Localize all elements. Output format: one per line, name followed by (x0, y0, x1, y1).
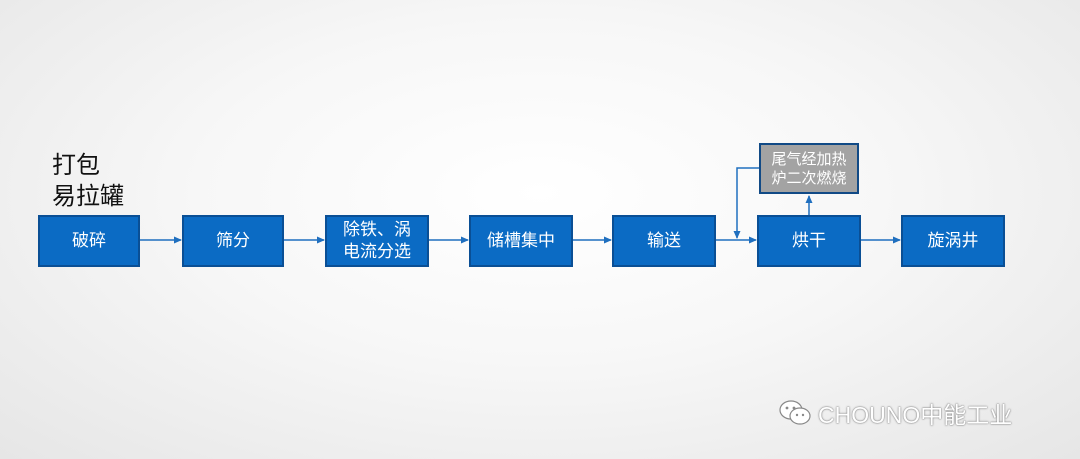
step-convey-label: 输送 (647, 231, 681, 251)
step-iron-eddy-label-2: 电流分选 (343, 242, 411, 262)
input-label-line2: 易拉罐 (52, 182, 124, 210)
step-screen: 筛分 (182, 215, 284, 267)
step-crush: 破碎 (38, 215, 140, 267)
watermark-text: CHOUNO中能工业 (818, 402, 1013, 428)
step-screen-label: 筛分 (216, 231, 250, 251)
watermark: CHOUNO中能工业 (778, 396, 1012, 430)
input-label-line1: 打包 (52, 151, 100, 179)
step-storage-label: 储槽集中 (487, 231, 555, 251)
input-label: 打包 易拉罐 (52, 150, 124, 212)
step-dry-label: 烘干 (792, 231, 826, 251)
step-crush-label: 破碎 (72, 231, 106, 251)
step-vortex-label: 旋涡井 (927, 231, 979, 251)
step-iron-eddy-label-1: 除铁、涡 (343, 220, 411, 240)
afterburner-box: 尾气经加热 炉二次燃烧 (759, 143, 859, 194)
step-storage: 储槽集中 (469, 215, 573, 267)
step-convey: 输送 (612, 215, 716, 267)
afterburner-line2: 炉二次燃烧 (771, 168, 847, 187)
arrow-afterburner-return (733, 167, 759, 239)
afterburner-line1: 尾气经加热 (771, 149, 847, 168)
step-dry: 烘干 (757, 215, 861, 267)
step-iron-eddy: 除铁、涡 电流分选 (325, 215, 429, 267)
wechat-icon (779, 400, 811, 425)
step-vortex: 旋涡井 (901, 215, 1005, 267)
